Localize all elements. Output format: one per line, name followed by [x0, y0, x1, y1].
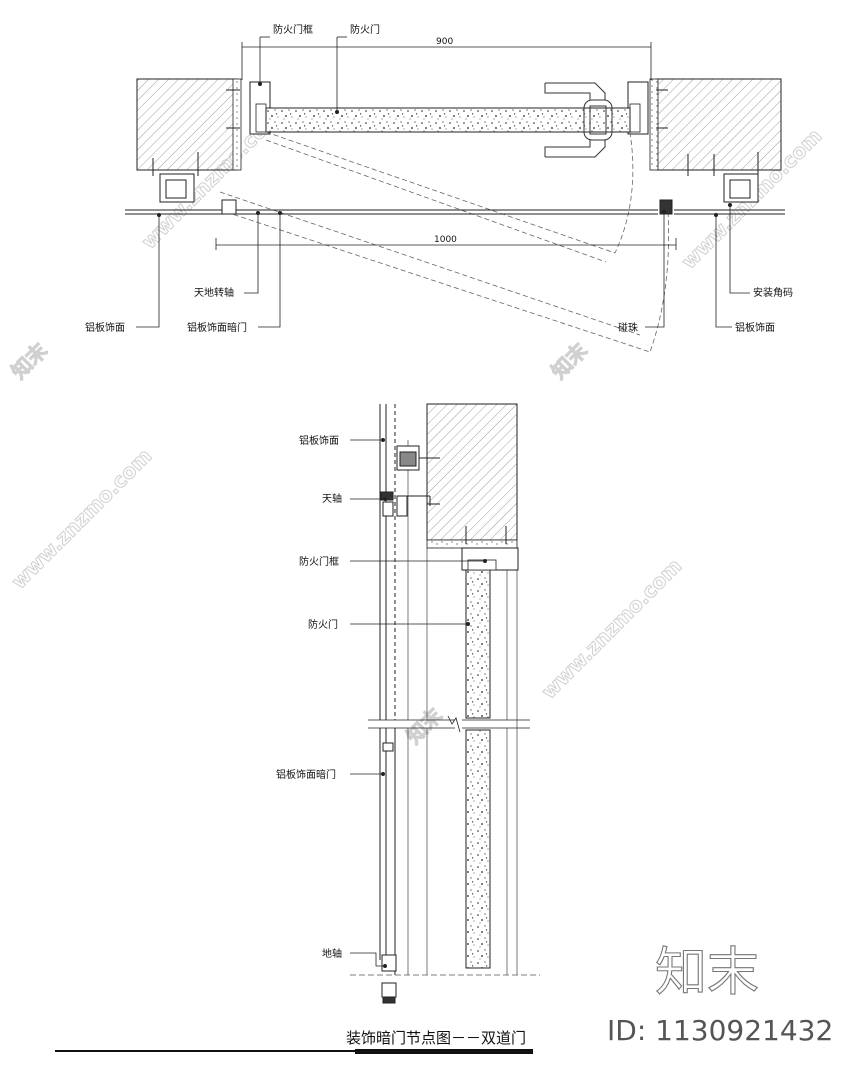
label-section-bottom-pivot: 地轴	[322, 947, 342, 960]
label-section-fire-door: 防火门	[308, 618, 338, 631]
fire-door-leaf	[265, 107, 631, 133]
label-fire-door-frame: 防火门框	[273, 23, 313, 36]
section-panel-lines	[379, 404, 518, 975]
break-line	[368, 715, 530, 733]
watermark-id: ID: 1130921432	[607, 1014, 833, 1047]
label-door-stop: 碰珠	[618, 321, 638, 334]
left-wall-finish	[232, 78, 242, 171]
drawing-title: 装饰暗门节点图－－双道门	[346, 1029, 526, 1047]
section-brackets	[380, 445, 507, 1004]
watermark-block: 知末 ID: 1130921432	[607, 942, 833, 1047]
section-fire-door	[465, 567, 491, 719]
dimension-900: 900	[241, 37, 652, 80]
plan-leaders	[136, 36, 750, 328]
dimension-1000-text: 1000	[434, 235, 457, 245]
label-section-aluminum-panel: 铝板饰面	[299, 434, 339, 447]
mounting-brackets	[152, 89, 759, 215]
watermark-logo-3: 知末	[402, 703, 448, 749]
label-aluminum-panel-left: 铝板饰面	[85, 321, 125, 334]
watermark-logo: 知末	[655, 943, 759, 1003]
section-leaders	[350, 439, 485, 967]
label-section-hidden-door: 铝板饰面暗门	[276, 768, 336, 781]
label-section-fire-door-frame: 防火门框	[299, 555, 339, 568]
ceiling-slab	[426, 403, 518, 541]
label-fire-door: 防火门	[350, 23, 380, 36]
watermark-logo-2: 知末	[547, 338, 593, 384]
watermark-diagonal: www.znzmo.com www.znzmo.com www.znzmo.co…	[6, 103, 827, 749]
door-swing-paths	[219, 131, 670, 353]
dimension-900-text: 900	[436, 37, 453, 47]
label-section-top-pivot: 天轴	[322, 492, 342, 505]
aluminum-panel-line	[125, 209, 785, 215]
left-wall	[136, 78, 238, 171]
label-hidden-door: 铝板饰面暗门	[187, 321, 247, 334]
right-wall-finish	[649, 78, 659, 171]
plan-view: 900 1000 防火门框 防火门	[85, 23, 793, 353]
door-handle	[544, 82, 613, 158]
dimension-1000: 1000	[215, 235, 677, 250]
watermark-site-4: www.znzmo.com	[7, 444, 157, 594]
label-angle-code: 安装角码	[753, 286, 793, 299]
watermark-logo-1: 知末	[7, 338, 53, 384]
right-wall	[655, 78, 782, 171]
drawing-title-block: 装饰暗门节点图－－双道门	[55, 1029, 533, 1054]
label-pivot: 天地转轴	[194, 286, 234, 299]
section-view: 铝板饰面 天轴 防火门框 防火门 铝板饰面暗门 地轴	[276, 403, 540, 1004]
watermark-site-3: www.znzmo.com	[537, 554, 687, 704]
label-aluminum-panel-right: 铝板饰面	[735, 321, 775, 334]
